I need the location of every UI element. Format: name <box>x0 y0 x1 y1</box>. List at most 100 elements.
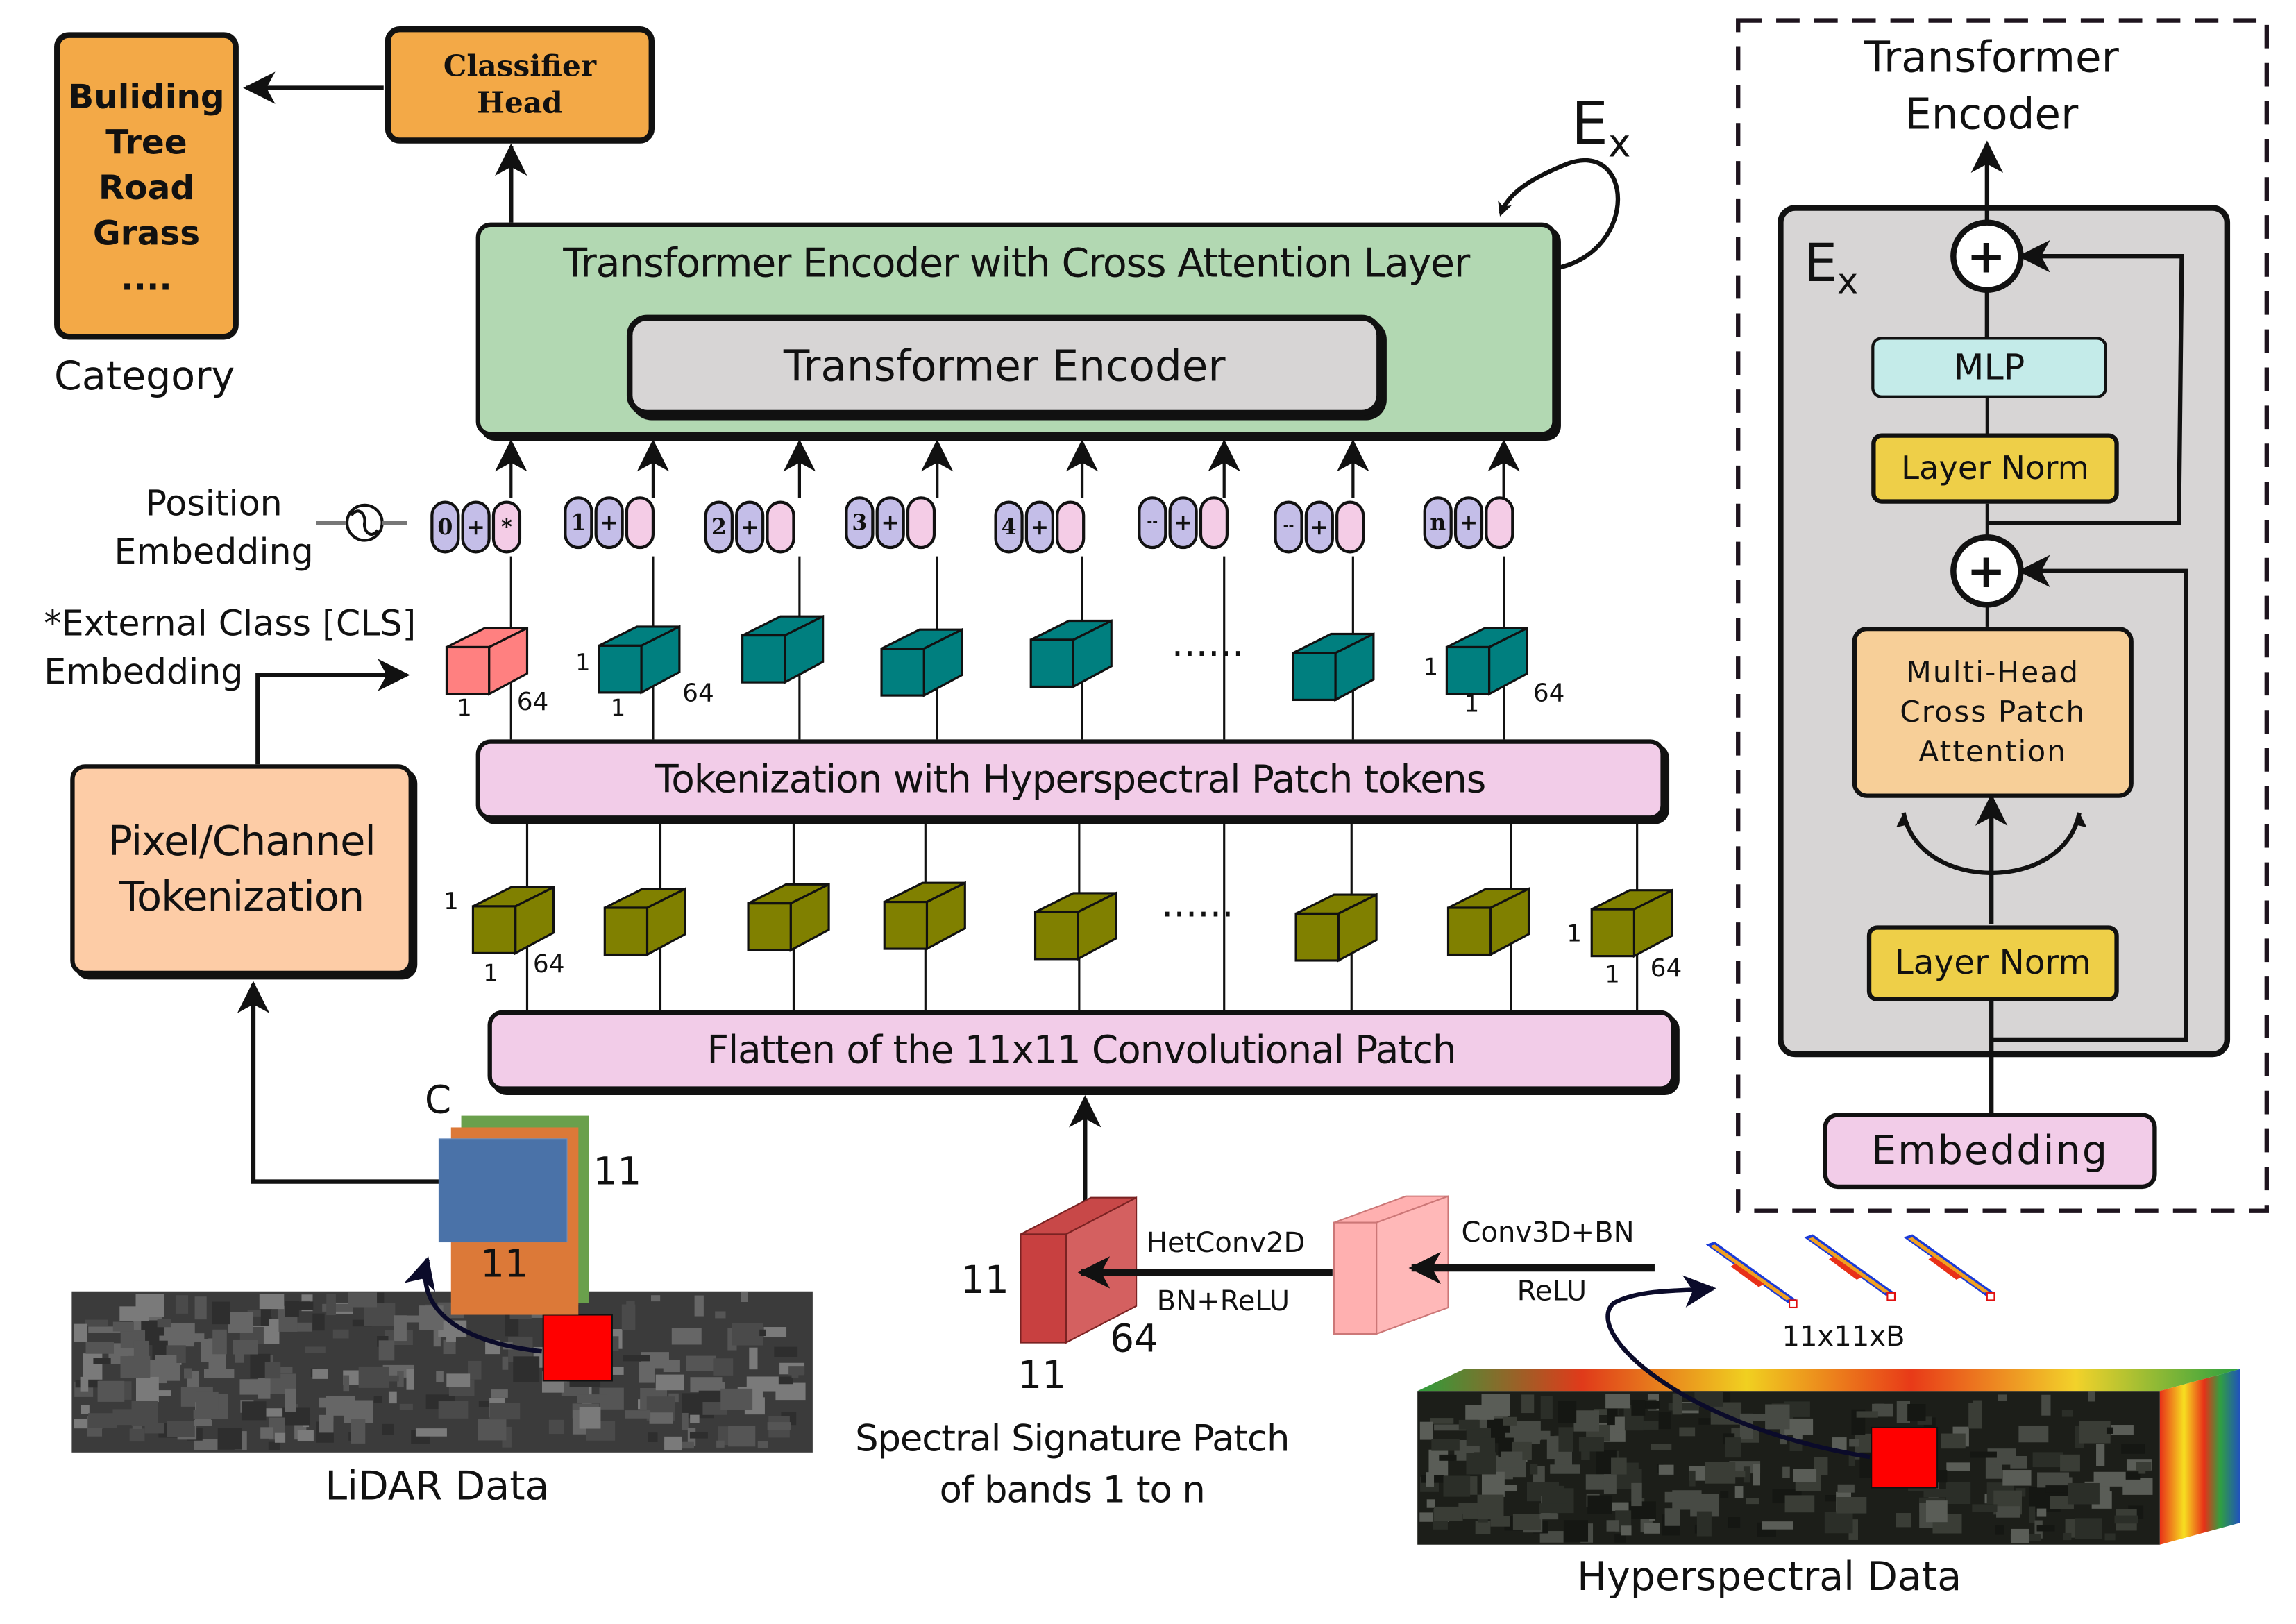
spectral-patch-caption: Spectral Signature Patch of bands 1 to n <box>855 1417 1290 1512</box>
residual-add-top-label: + <box>1966 228 2006 285</box>
flattened-patch-cube <box>1446 887 1530 957</box>
category-item: .... <box>121 260 172 299</box>
arrow-pixel-to-cls <box>255 659 410 765</box>
cross-patch-attention-block: Multi-Head Cross Patch Attention <box>1852 626 2134 798</box>
lidar-selected-patch <box>542 1314 613 1382</box>
lidar-image <box>71 1256 813 1453</box>
dimension-label: 1 <box>1605 960 1620 989</box>
position-plus: + <box>735 500 765 554</box>
token-slot: * <box>491 500 522 554</box>
hsi-cube-strips <box>1705 1234 1995 1309</box>
hsi-cube-strip <box>1804 1234 1896 1301</box>
hsi-cube-size-label: 11x11xB <box>1782 1320 1905 1353</box>
lidar-patch-stack <box>438 1115 589 1315</box>
hyperspectral-image <box>1417 1275 2240 1545</box>
dimension-label: 1 <box>444 887 459 915</box>
token-slot <box>1485 496 1514 550</box>
dimension-label: 1 <box>483 958 498 987</box>
hsi-selected-patch <box>1871 1426 1939 1489</box>
hetconv-label: HetConv2D <box>1146 1226 1306 1260</box>
encoder-repeat-loop <box>1498 158 1621 271</box>
patch-token-cube <box>741 615 825 684</box>
patch-token-cube <box>1292 632 1375 702</box>
flatten-bar: Flatten of the 11x11 Convolutional Patch <box>487 1010 1675 1091</box>
category-item: Grass <box>92 215 201 253</box>
arrow-lidar-patch-to-pixel-tokenization <box>237 981 439 1184</box>
position-index: 2 <box>704 500 734 554</box>
token-slot <box>906 496 936 550</box>
dimension-label: 1 <box>457 693 472 722</box>
category-caption: Category <box>54 354 235 400</box>
patch-token-cube <box>1029 619 1113 689</box>
flattened-patch-cube <box>747 883 830 952</box>
position-index: n <box>1423 496 1453 550</box>
patch-token-cube <box>598 625 681 695</box>
position-plus: + <box>461 500 491 554</box>
position-index: -- <box>1138 496 1167 550</box>
ellipsis-label: ...... <box>1171 622 1244 666</box>
residual-add-top-icon <box>1950 219 2024 293</box>
lidar-patch-channel-label: C <box>424 1079 452 1124</box>
lidar-patch-height-label: 11 <box>593 1151 642 1195</box>
position-index: 0 <box>430 500 460 554</box>
position-plus: + <box>1304 500 1334 554</box>
flattened-patch-cube <box>603 887 686 957</box>
flattened-patch-cube <box>1590 888 1673 958</box>
position-embedding-label: Position Embedding <box>114 483 314 573</box>
tokenization-bar: Tokenization with Hyperspectral Patch to… <box>475 739 1665 820</box>
patch-token-cube <box>1445 626 1528 696</box>
inner-encoder-label: Transformer Encoder <box>783 340 1226 391</box>
sine-wave-icon <box>316 503 407 542</box>
position-plus: + <box>1453 496 1484 550</box>
lidar-patch-width-label: 11 <box>480 1243 529 1287</box>
dimension-label: 64 <box>516 688 549 718</box>
token-slot <box>1199 496 1229 550</box>
spectral-height-label: 11 <box>960 1259 1009 1303</box>
dimension-label: 64 <box>682 679 714 709</box>
dimension-label: 1 <box>1423 652 1439 682</box>
token-slot <box>1056 500 1086 554</box>
position-plus: + <box>1168 496 1198 550</box>
cls-token-cube <box>445 626 529 696</box>
residual-add-bottom-icon <box>1950 534 2024 608</box>
encoder-detail-title: Transformer Encoder <box>1864 32 2119 139</box>
ellipsis-label: ...... <box>1160 883 1234 927</box>
dimension-label: 1 <box>575 648 591 677</box>
flattened-patch-cube <box>1294 893 1378 963</box>
spectral-width-label: 11 <box>1018 1354 1067 1398</box>
category-item: Tree <box>105 124 187 163</box>
classifier-head-label: Head <box>477 85 563 120</box>
main-encoder-title: Transformer Encoder with Cross Attention… <box>563 242 1470 287</box>
dimension-label: 1 <box>610 693 626 722</box>
patch-token-cube <box>880 628 963 697</box>
conv3d-label: Conv3D+BN <box>1461 1217 1635 1249</box>
dimension-label: 1 <box>1567 919 1582 947</box>
lidar-caption: LiDAR Data <box>325 1464 550 1510</box>
hsi-cube-strip <box>1903 1234 1995 1301</box>
position-plus: + <box>875 496 905 550</box>
hsi-cube-strip <box>1705 1242 1798 1309</box>
conv3d-relu-label: ReLU <box>1517 1275 1587 1308</box>
dimension-label: 64 <box>1533 679 1565 709</box>
flattened-patch-cube <box>1033 891 1117 961</box>
classifier-head-label: Classifier <box>443 48 597 84</box>
encoder-detail-repeat-label: Ex <box>1804 234 1859 302</box>
cls-embedding-label: *External Class [CLS] Embedding <box>44 603 416 693</box>
pixel-channel-tokenization: Pixel/Channel Tokenization <box>70 764 413 976</box>
category-item: Road <box>98 169 195 208</box>
position-plus: + <box>594 496 624 550</box>
dimension-label: 64 <box>1650 954 1682 984</box>
token-slot <box>625 496 655 550</box>
position-plus: + <box>1024 500 1054 554</box>
flattened-patch-cube <box>471 886 555 956</box>
position-index: 1 <box>564 496 593 550</box>
encoder-repeat-label: Ex <box>1571 90 1631 167</box>
residual-add-bottom-label: + <box>1966 543 2006 599</box>
layer-norm-top-block: Layer Norm <box>1871 433 2119 504</box>
encoder-detail-frame <box>1736 18 2269 1213</box>
embedding-block: Embedding <box>1823 1113 2157 1190</box>
position-index: 3 <box>845 496 875 550</box>
category-item: Buliding <box>68 78 225 117</box>
classifier-head: Classifier Head <box>385 26 655 144</box>
